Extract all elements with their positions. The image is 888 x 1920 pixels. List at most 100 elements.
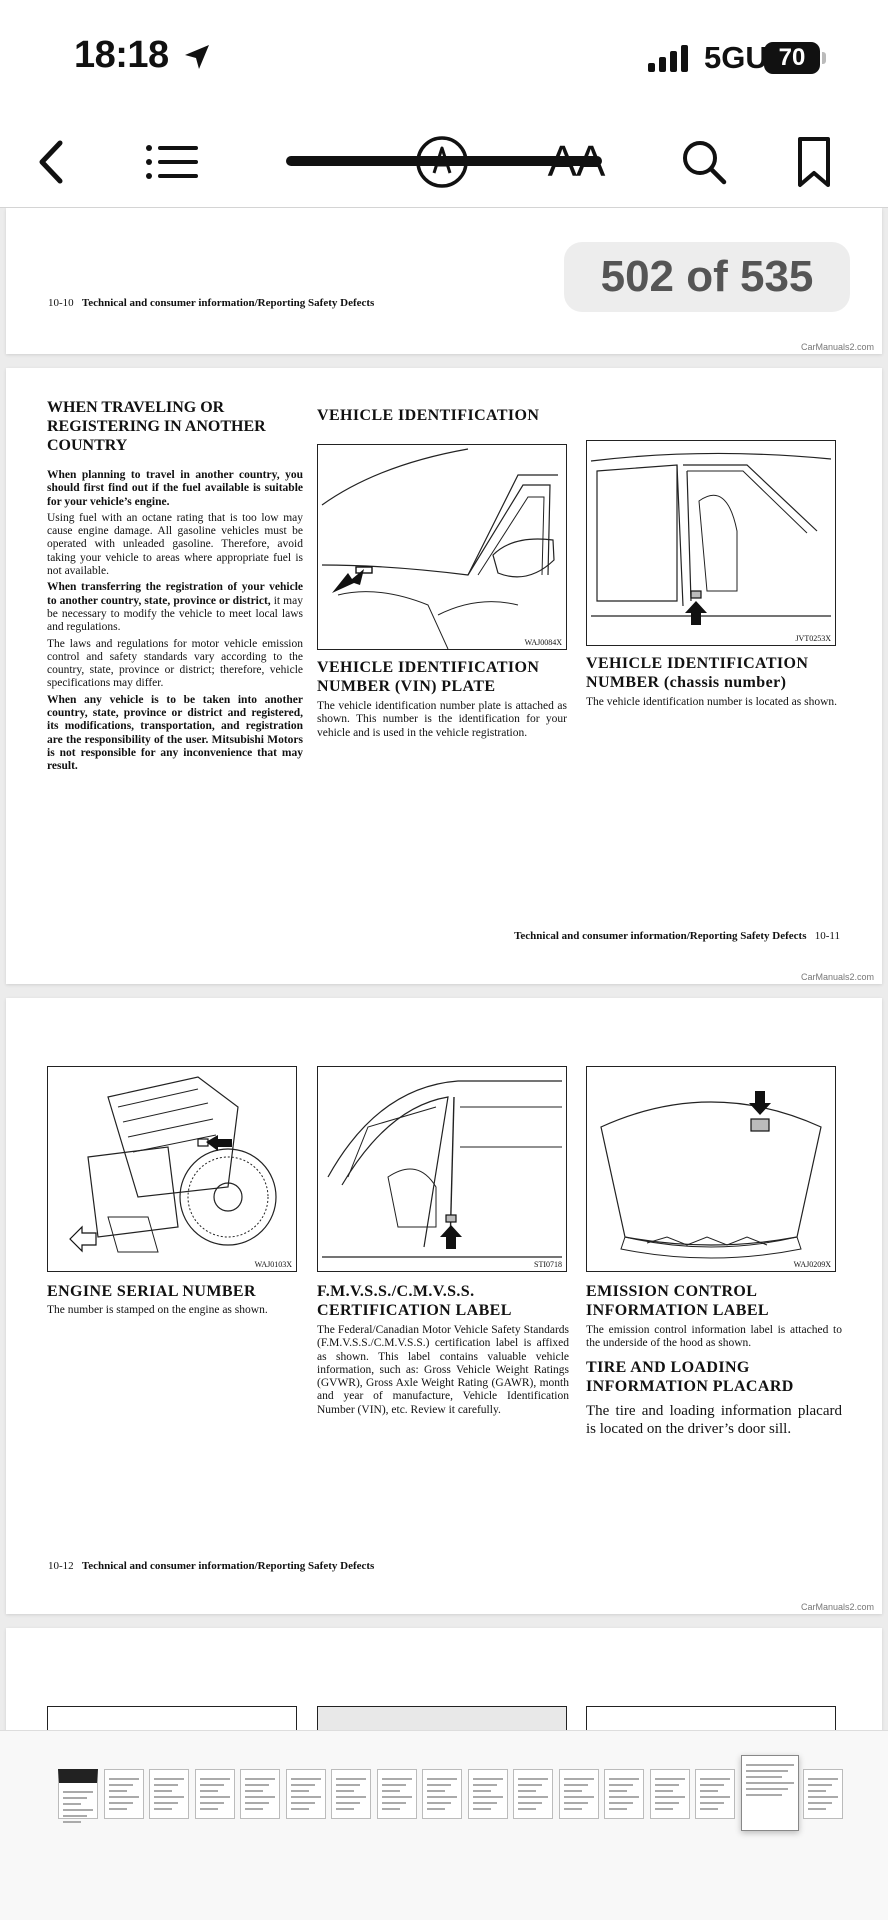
thumbnail-line — [336, 1808, 354, 1810]
thumbnail[interactable] — [422, 1769, 462, 1819]
paragraph: The laws and regulations for motor vehic… — [47, 637, 303, 690]
thumbnail-line — [654, 1808, 673, 1810]
table-of-contents-button[interactable] — [140, 130, 204, 194]
thumbnail-line — [745, 1776, 782, 1778]
left-column: WHEN TRAVELING OR REGISTERING IN ANOTHER… — [47, 398, 303, 774]
thumbnail-line — [563, 1790, 582, 1792]
thumbnail-line — [700, 1778, 730, 1780]
thumbnail-line — [518, 1790, 536, 1792]
thumbnail-line — [654, 1802, 679, 1804]
thumbnail[interactable] — [558, 1769, 599, 1819]
thumbnail[interactable] — [604, 1769, 644, 1819]
thumbnail-line — [199, 1796, 230, 1798]
thumbnail[interactable] — [103, 1769, 144, 1819]
page-number: 10-11 — [814, 930, 840, 942]
thumbnail[interactable] — [285, 1769, 326, 1819]
section-heading: VEHICLE IDENTIFICATION — [317, 407, 540, 424]
thumbnail-line — [427, 1784, 451, 1786]
paragraph: When transferring the registration of yo… — [47, 581, 303, 634]
thumbnail[interactable] — [649, 1769, 690, 1819]
figure-code: WAJ0103X — [254, 1260, 292, 1269]
section-heading: WHEN TRAVELING OR REGISTERING IN ANOTHER… — [47, 399, 266, 454]
thumbnail-line — [381, 1802, 406, 1804]
thumbnail-line — [199, 1808, 218, 1810]
thumbnail[interactable] — [467, 1769, 508, 1819]
thumbnail-line — [381, 1784, 406, 1786]
thumbnail-current[interactable] — [740, 1755, 799, 1831]
thumbnail[interactable] — [376, 1769, 417, 1819]
thumbnail[interactable] — [331, 1769, 371, 1819]
thumbnail[interactable] — [802, 1769, 843, 1819]
thumbnail-line — [336, 1790, 354, 1792]
thumbnail-line — [154, 1796, 184, 1798]
thumbnail-line — [654, 1778, 685, 1780]
figure-code: WAJ0084X — [524, 638, 562, 647]
page-indicator: 502 of 535 — [564, 242, 850, 312]
thumbnail-line — [199, 1790, 218, 1792]
bookmark-button[interactable] — [782, 130, 846, 194]
thumbnail-line — [154, 1808, 172, 1810]
thumbnail-line — [199, 1784, 224, 1786]
pdf-page-next — [6, 1628, 882, 1730]
bookmark-icon — [798, 137, 830, 187]
thumbnail-line — [154, 1778, 184, 1780]
search-icon — [683, 141, 727, 185]
thumbnail-line — [290, 1790, 309, 1792]
document-viewport[interactable]: 10-10 Technical and consumer information… — [0, 208, 888, 1730]
thumbnail-line — [472, 1778, 503, 1780]
thumbnail[interactable] — [695, 1769, 735, 1819]
thumbnail[interactable] — [240, 1769, 280, 1819]
home-indicator — [286, 156, 602, 166]
section-heading: ENGINE SERIAL NUMBER — [47, 1283, 256, 1300]
thumbnail-line — [427, 1790, 445, 1792]
thumbnail-line — [745, 1788, 788, 1790]
figure-partial — [586, 1706, 836, 1730]
thumbnail-line — [108, 1790, 127, 1792]
figure-code: STI0718 — [534, 1260, 562, 1269]
thumbnail-line — [518, 1802, 542, 1804]
thumbnail-line — [518, 1784, 542, 1786]
thumbnail-line — [563, 1778, 594, 1780]
paragraph: The tire and loading information placard… — [586, 1403, 842, 1437]
thumbnail-line — [745, 1770, 788, 1772]
thumbnail-line — [654, 1784, 679, 1786]
watermark: CarManuals2.com — [800, 972, 874, 982]
paragraph-rest: it may be necessary to modify the vehicl… — [47, 594, 303, 634]
back-button[interactable] — [20, 130, 84, 194]
thumbnail-line — [609, 1784, 633, 1786]
thumbnail-line — [700, 1790, 718, 1792]
paragraph: The emission control information label i… — [586, 1324, 842, 1350]
thumbnail-line — [807, 1808, 826, 1810]
chassis-number-figure: JVT0253X — [586, 440, 836, 646]
pdf-page-10-12: WAJ0103X ENGINE SERIAL NUMBER The number… — [6, 998, 882, 1614]
thumbnail[interactable] — [194, 1769, 235, 1819]
paragraph: The number is stamped on the engine as s… — [47, 1304, 268, 1316]
thumbnail-line — [336, 1778, 366, 1780]
thumbnail-line — [807, 1778, 838, 1780]
thumbnail-line — [472, 1802, 497, 1804]
thumbnail-line — [199, 1802, 224, 1804]
thumbnail-line — [609, 1802, 633, 1804]
paragraph: The vehicle identification number is loc… — [586, 696, 838, 708]
thumbnail-line — [745, 1794, 782, 1796]
section-heading: VEHICLE IDENTIFICATION NUMBER (VIN) PLAT… — [317, 659, 540, 695]
thumbnail-line — [518, 1778, 548, 1780]
thumbnail-line — [807, 1784, 832, 1786]
thumbnail-line — [154, 1802, 178, 1804]
thumbnail-line — [154, 1784, 178, 1786]
thumbnail-line — [654, 1790, 673, 1792]
thumbnail-line — [472, 1784, 497, 1786]
thumbnail-line — [290, 1778, 321, 1780]
thumbnail-line — [199, 1778, 230, 1780]
thumbnail[interactable] — [513, 1769, 553, 1819]
page-footer-title: Technical and consumer information/Repor… — [81, 297, 375, 309]
thumbnail[interactable] — [149, 1769, 189, 1819]
thumbnail-line — [108, 1796, 139, 1798]
thumbnail-line — [609, 1808, 627, 1810]
thumbnail-line — [700, 1802, 724, 1804]
thumbnail[interactable] — [58, 1769, 98, 1823]
thumbnail-line — [427, 1796, 457, 1798]
thumbnail-line — [609, 1796, 639, 1798]
thumbnail-strip[interactable] — [0, 1730, 888, 1920]
search-button[interactable] — [672, 130, 736, 194]
